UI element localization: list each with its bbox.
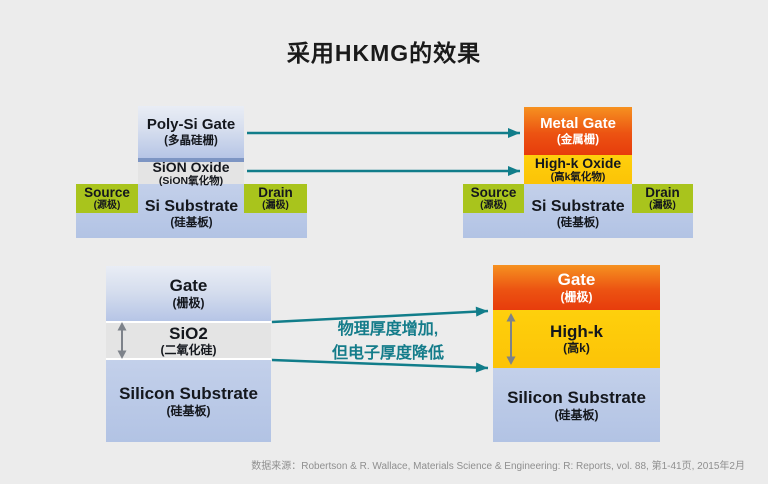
top-left-source-region: Source (源极): [76, 184, 138, 213]
layer-sublabel: (栅极): [172, 296, 205, 310]
layer-sublabel: (高k氧化物): [550, 171, 606, 183]
layer-label: Poly-Si Gate: [146, 116, 236, 133]
bottom-left-substrate-layer: Silicon Substrate (硅基板): [106, 360, 271, 442]
layer-sublabel: (二氧化硅): [160, 342, 217, 357]
layer-label: SiO2: [169, 323, 208, 343]
layer-label: Si Substrate: [144, 198, 239, 215]
layer-sublabel: (漏极): [262, 200, 289, 211]
layer-label: Drain: [645, 185, 680, 200]
barrier-strip: [138, 158, 244, 162]
layer-sublabel: (硅基板): [170, 217, 213, 229]
layer-sublabel: (金属栅): [556, 134, 600, 146]
top-left-gate-layer: Poly-Si Gate (多晶硅栅): [138, 106, 244, 158]
thickness-annotation: 物理厚度增加, 但电子厚度降低: [293, 318, 483, 366]
top-left-oxide-layer: SiON Oxide (SiON氧化物): [138, 158, 244, 187]
layer-sublabel: (多晶硅栅): [164, 135, 218, 147]
layer-label: Gate: [169, 276, 208, 295]
layer-label: High-k: [550, 322, 603, 341]
layer-label: Source: [84, 185, 130, 200]
layer-sublabel: (高k): [563, 341, 590, 355]
bottom-right-oxide-layer: High-k (高k): [493, 310, 660, 368]
layer-label: Silicon Substrate: [507, 387, 646, 407]
top-right-drain-region: Drain (漏极): [632, 184, 693, 213]
data-source-note: 数据来源：Robertson & R. Wallace, Materials S…: [251, 461, 745, 472]
layer-label: Si Substrate: [531, 198, 625, 215]
layer-sublabel: (源极): [480, 200, 507, 211]
layer-sublabel: (硅基板): [554, 407, 599, 422]
layer-label: Gate: [557, 270, 596, 289]
annotation-line-2: 但电子厚度降低: [331, 345, 444, 362]
bottom-right-gate-layer: Gate (栅极): [493, 265, 660, 310]
layer-label: Drain: [258, 185, 293, 200]
layer-label: SiON Oxide: [152, 158, 230, 175]
annotation-line-1: 物理厚度增加,: [337, 321, 439, 338]
layer-sublabel: (漏极): [649, 200, 676, 211]
layer-sublabel: (源极): [93, 200, 121, 211]
top-right-source-region: Source (源极): [463, 184, 524, 213]
layer-label: Source: [470, 185, 517, 200]
layer-label: Silicon Substrate: [119, 383, 258, 403]
layer-sublabel: (SiON氧化物): [158, 174, 224, 187]
layer-label: Metal Gate: [540, 115, 616, 132]
top-right-oxide-layer: High-k Oxide (高k氧化物): [524, 155, 632, 184]
bottom-right-substrate-layer: Silicon Substrate (硅基板): [493, 368, 660, 442]
layer-sublabel: (硅基板): [166, 403, 211, 418]
layer-sublabel: (栅极): [560, 290, 593, 304]
bottom-left-oxide-layer: SiO2 (二氧化硅): [106, 321, 271, 360]
top-left-drain-region: Drain (漏极): [244, 184, 307, 213]
layer-sublabel: (硅基板): [556, 217, 600, 229]
bottom-left-gate-layer: Gate (栅极): [106, 266, 271, 321]
top-right-gate-layer: Metal Gate (金属栅): [524, 107, 632, 155]
page-title: 采用HKMG的效果: [286, 40, 482, 66]
layer-label: High-k Oxide: [534, 155, 622, 171]
